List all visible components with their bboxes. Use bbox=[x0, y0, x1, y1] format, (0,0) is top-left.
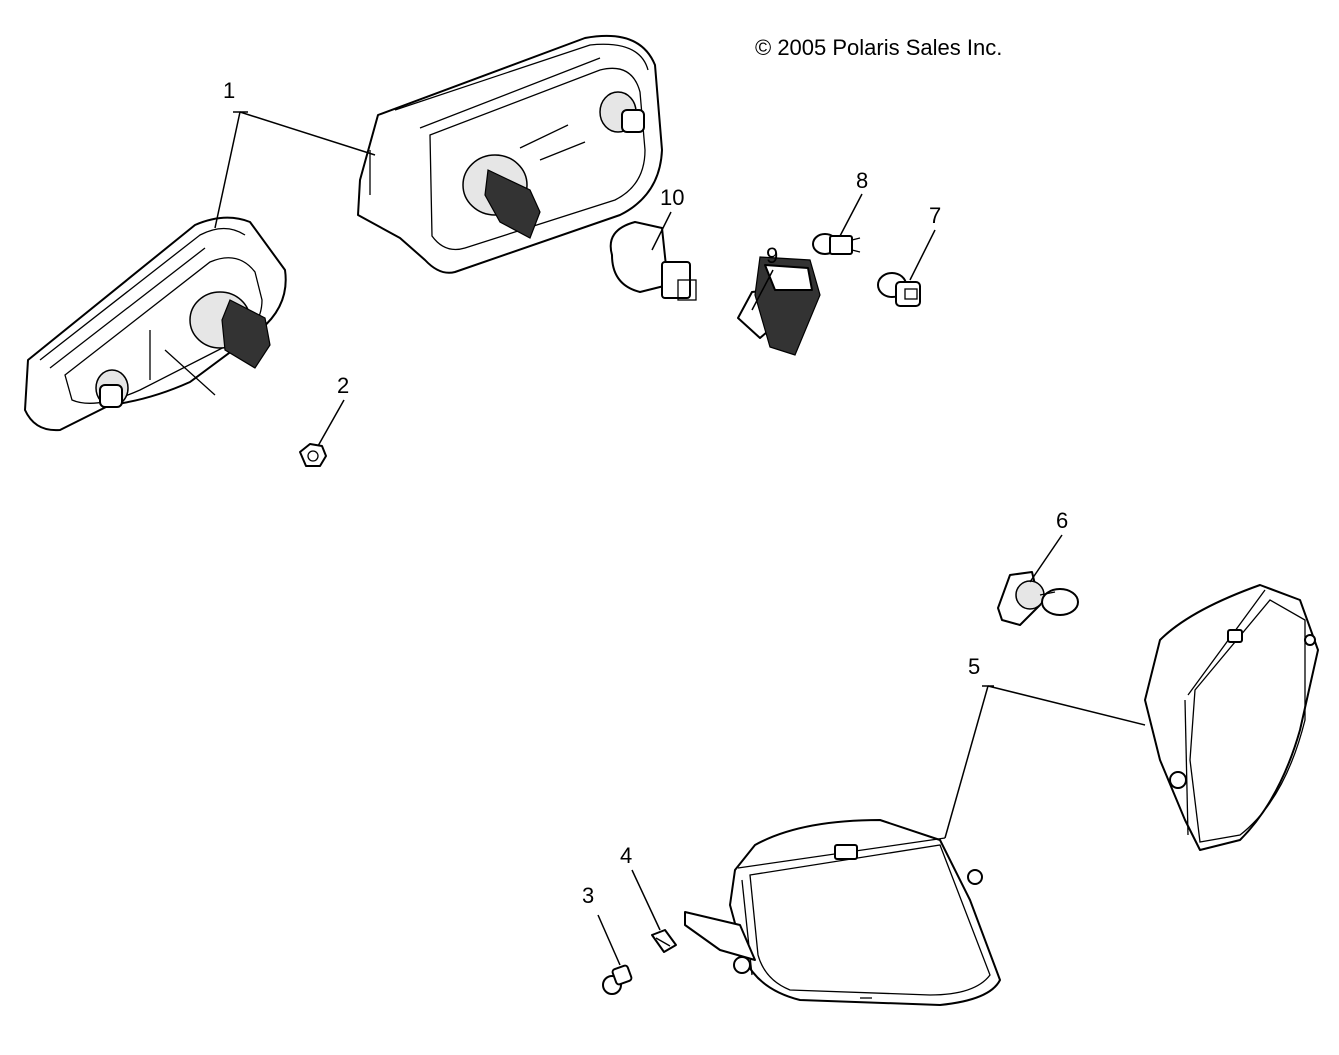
nut bbox=[299, 443, 327, 467]
leader-10 bbox=[651, 211, 672, 251]
callout-10: 10 bbox=[660, 185, 684, 210]
leader-1b bbox=[214, 111, 241, 229]
callout-1: 1 bbox=[223, 78, 235, 103]
headlight-left bbox=[684, 819, 1001, 1006]
callout-4: 4 bbox=[620, 843, 632, 868]
copyright-notice: © 2005 Polaris Sales Inc. bbox=[755, 35, 1002, 60]
leader-3 bbox=[597, 914, 621, 966]
leader-5b bbox=[944, 685, 989, 839]
bulb-10 bbox=[609, 221, 697, 301]
callout-2: 2 bbox=[337, 373, 349, 398]
socket-9 bbox=[737, 256, 821, 356]
leader-2 bbox=[317, 399, 345, 447]
leader-4 bbox=[631, 869, 661, 931]
leader-8 bbox=[839, 193, 863, 237]
leader-9 bbox=[751, 269, 774, 311]
callout-6: 6 bbox=[1056, 508, 1068, 533]
callout-8: 8 bbox=[856, 168, 868, 193]
tail-light-lower bbox=[24, 216, 287, 432]
headlight-bulb bbox=[997, 571, 1079, 626]
tail-light-upper bbox=[357, 34, 663, 274]
callout-5: 5 bbox=[968, 654, 980, 679]
leader-6 bbox=[1029, 534, 1063, 583]
bulb-8 bbox=[812, 233, 861, 255]
clip bbox=[651, 929, 677, 953]
screw bbox=[602, 964, 633, 995]
callout-7: 7 bbox=[929, 203, 941, 228]
callout-3: 3 bbox=[582, 883, 594, 908]
headlight-right bbox=[1144, 584, 1319, 851]
socket-7 bbox=[877, 272, 921, 307]
callout-9: 9 bbox=[766, 243, 778, 268]
leader-5a bbox=[987, 685, 1146, 726]
leader-7 bbox=[909, 229, 936, 281]
leader-1a bbox=[239, 111, 376, 156]
